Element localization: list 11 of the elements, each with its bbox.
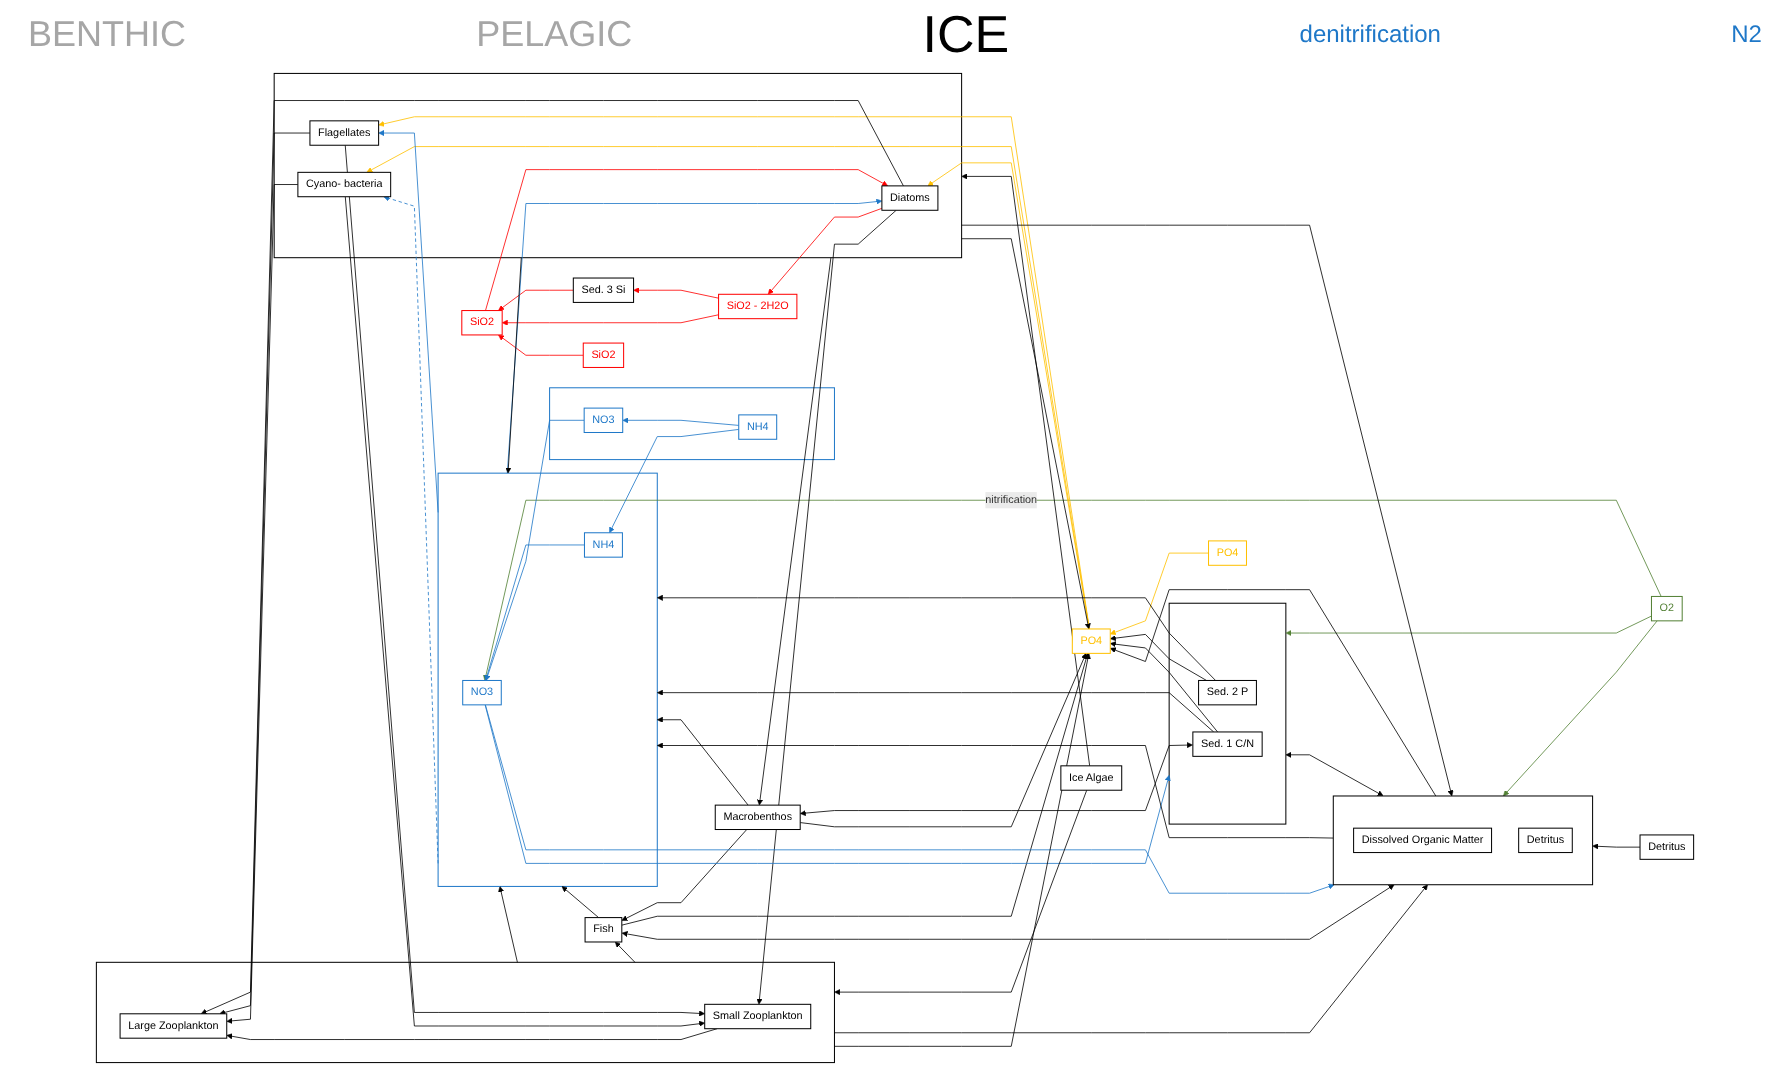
cluster <box>273 72 963 259</box>
cluster <box>549 387 835 461</box>
zone-heading: ICE <box>922 3 1010 65</box>
annotation-text: N2 <box>1731 20 1762 48</box>
cluster <box>95 961 835 1064</box>
annotation-text: denitrification <box>1299 20 1441 48</box>
cluster <box>437 472 658 887</box>
zone-heading: BENTHIC <box>28 13 187 55</box>
cluster <box>1332 795 1594 886</box>
cluster <box>1168 602 1287 825</box>
zone-heading: PELAGIC <box>476 13 633 55</box>
